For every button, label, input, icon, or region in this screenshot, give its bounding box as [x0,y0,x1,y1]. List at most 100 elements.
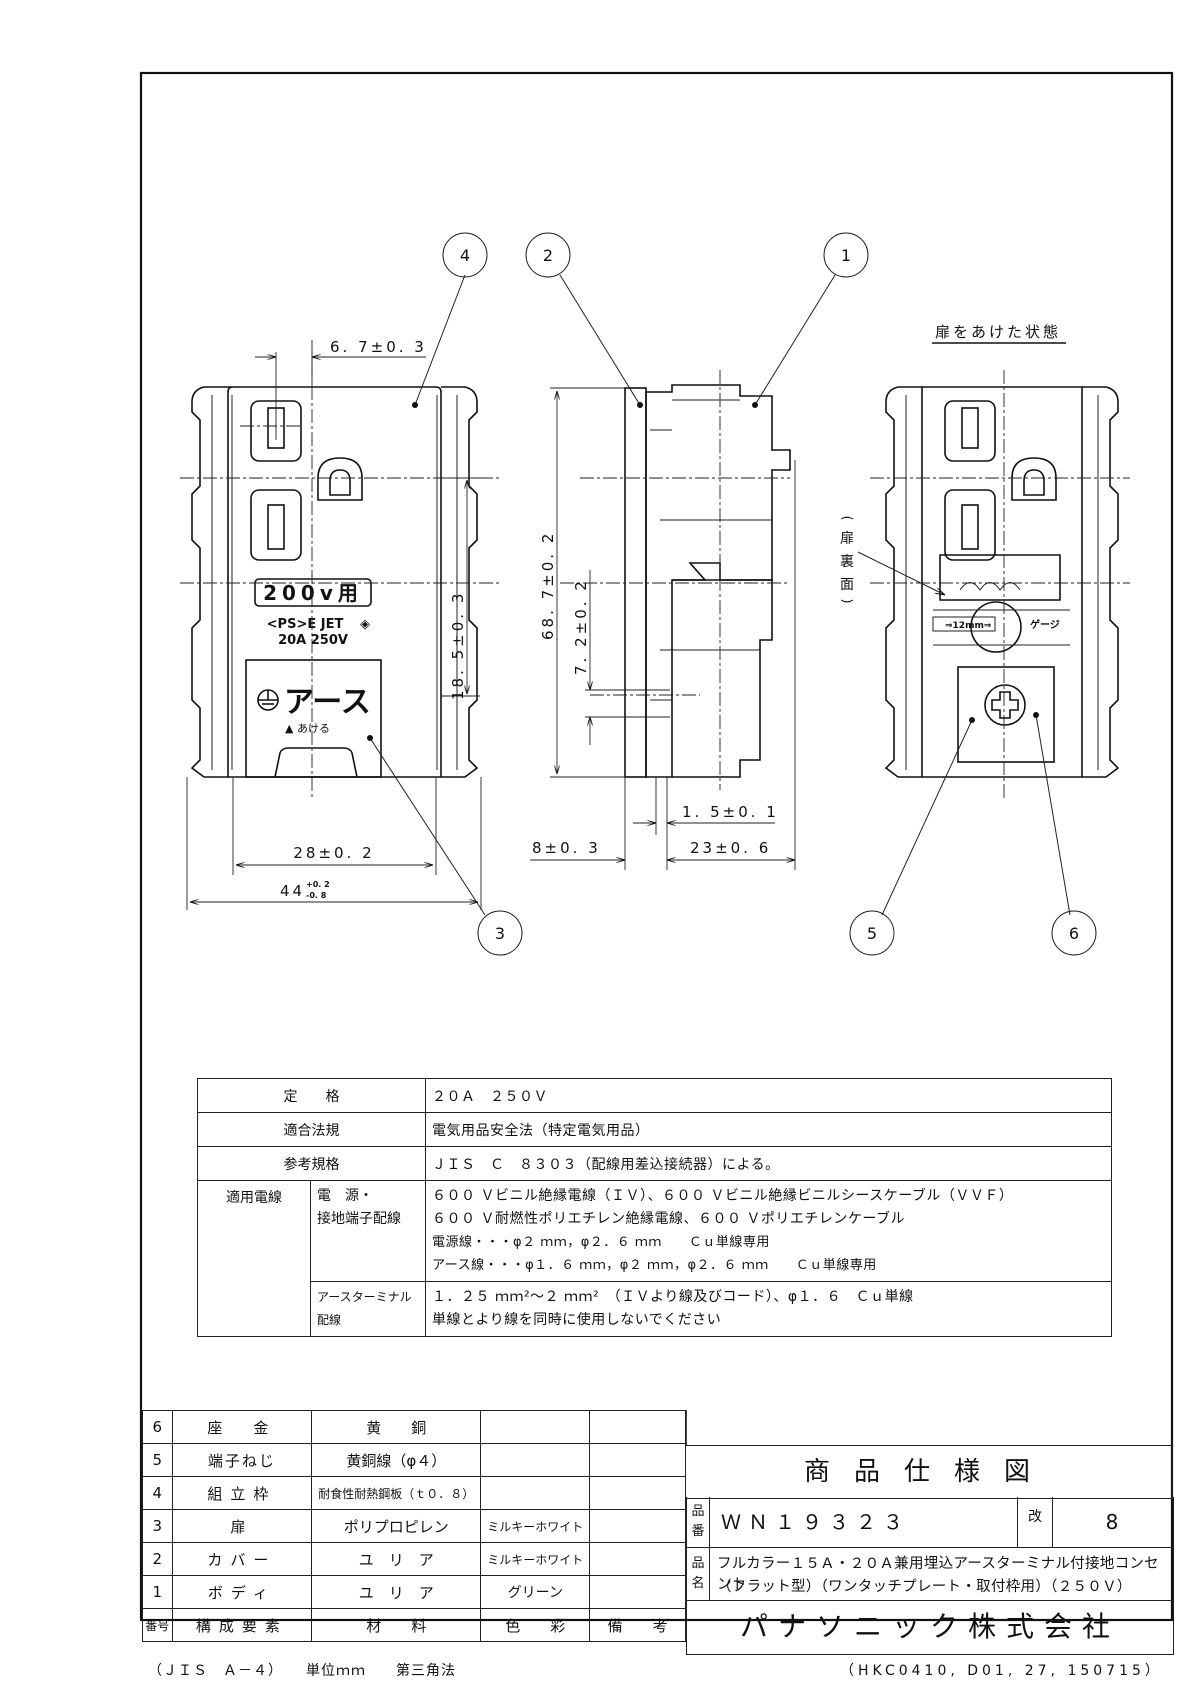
part-remarks [589,1476,686,1510]
spec-row-law: 適合法規 電気用品安全法（特定電気用品） [197,1112,1112,1147]
part-material: ポリプロピレン [311,1509,482,1543]
wire-line: １．２５ ｍｍ²～２ ｍｍ² （ＩＶより線及びコード）、φ１．６ Ｃｕ単線 [432,1289,914,1305]
part-name: カバー [171,1542,313,1576]
callout-3: 3 [367,735,523,956]
callout-6: 6 [1033,712,1097,956]
dim-vertical: 18. 5±0. 3 [449,591,467,700]
header-name: 構成要素 [171,1608,313,1642]
dim-front-depth: 8±0. 3 [532,839,601,857]
part-remarks [589,1542,686,1576]
door-back-label-2: 裏 [840,553,854,570]
dim-back-depth: 23±0. 6 [690,839,771,857]
wire-line: アース線・・・φ１．６ ｍｍ，φ２ ｍｍ，φ２．６ ｍｍ Ｃｕ単線専用 [432,1258,877,1273]
dim-width-outer-tol-minus: -0. 8 [306,891,327,900]
product-name-label: 品 名 [687,1547,710,1600]
part-color: ミルキーホワイト [480,1509,591,1543]
earth-door [245,659,382,778]
svg-text:1: 1 [841,246,851,265]
drawing-title: 商品仕様図 [686,1445,1173,1499]
front-view: 200v用 <PS>E JET ◈ 20A 250V アース ▲ あける 6. … [180,338,500,910]
part-no: 1 [142,1575,173,1609]
open-label: ▲ あける [285,722,330,735]
spec-label: 適合法規 [197,1112,426,1147]
sublabel-line: 接地端子配線 [317,1211,401,1227]
door-back-label-3: 面 [840,577,854,593]
revision-label: 改 [1017,1497,1053,1547]
open-view: 扉をあけた状態 ⇒12mm⇒ ゲージ ( 扉 裏 面 ) [839,323,1130,800]
sublabel-line: 電 源・ [317,1188,373,1204]
company-name: パナソニック株式会社 [686,1600,1174,1655]
open-view-heading: 扉をあけた状態 [935,323,1061,341]
dim-width-inner: 28±0. 2 [293,844,374,862]
callout-5: 5 [849,717,975,956]
part-color: グリーン [480,1575,591,1609]
part-material: ユ リ ア [311,1575,482,1609]
part-name: 端子ねじ [171,1443,313,1477]
label-char: 品 [691,1504,705,1519]
part-remarks [589,1575,686,1609]
side-view: 68. 7±0. 2 7. 2±0. 2 1. 5±0. 1 8±0. 3 23… [530,370,796,870]
dim-width-outer-tol-plus: +0. 2 [306,880,330,889]
part-remarks [589,1410,686,1444]
door-back-label-1: 扉 [840,531,854,547]
part-no: 3 [142,1509,173,1543]
spec-label: 定 格 [197,1078,426,1113]
parts-row: 2 カバー ユ リ ア ミルキーホワイト [142,1542,686,1576]
dim-small-height: 7. 2±0. 2 [572,578,590,675]
spec-row-wire-power: 適用電線 電 源・ 接地端子配線 ６００ Ｖビニル絶縁電線（ＩＶ）、６００ Ｖビ… [197,1180,1112,1337]
part-no: 6 [142,1410,173,1444]
product-name-line1: フルカラー１５Ａ・２０Ａ兼用埋込アースターミナル付接地コンセント [717,1556,1159,1593]
spec-value: 電気用品安全法（特定電気用品） [425,1112,1112,1147]
svg-text:6: 6 [1069,924,1079,943]
parts-row: 6 座 金 黄 銅 [142,1410,686,1444]
part-no: 5 [142,1443,173,1477]
part-name: ボディ [171,1575,313,1609]
part-name: 座 金 [171,1410,313,1444]
spec-value: ＪＩＳ Ｃ ８３０３（配線用差込接続器）による。 [425,1146,1112,1181]
dim-plate: 1. 5±0. 1 [682,803,779,821]
parts-header-row: 番号 構成要素 材 料 色 彩 備 考 [142,1608,686,1642]
certification-mark: <PS>E JET [267,617,344,632]
part-remarks [589,1509,686,1543]
header-color: 色 彩 [480,1608,591,1642]
product-name-row: 品 名 フルカラー１５Ａ・２０Ａ兼用埋込アースターミナル付接地コンセント （フラ… [686,1547,1174,1601]
part-no: 2 [142,1542,173,1576]
sublabel-line: アースターミナル [317,1290,412,1304]
gauge-label: ゲージ [1030,618,1060,631]
voltage-label-box [254,578,372,607]
part-number: ＷＮ１９３２３ [721,1510,910,1534]
terminal-circle [970,601,1022,653]
rating-mark: 20A 250V [278,633,348,648]
parts-row: 5 端子ねじ 黄銅線（φ４） [142,1443,686,1477]
spec-row-rating: 定 格 ２０Ａ ２５０Ｖ [197,1078,1112,1113]
callout-4: 4 [412,232,488,408]
spec-label-wire: 適用電線 [197,1180,311,1337]
header-no: 番号 [142,1608,173,1642]
part-remarks [589,1443,686,1477]
part-material: 黄 銅 [311,1410,482,1444]
dim-height: 68. 7±0. 2 [539,531,557,640]
part-name: 扉 [171,1509,313,1543]
part-no: 4 [142,1476,173,1510]
door-back-label-paren-open: ( [839,515,854,520]
part-color: ミルキーホワイト [480,1542,591,1576]
footer-standard: （ＪＩＳ Ａ－４） 単位ｍｍ 第三角法 [148,1663,456,1679]
terminal-screw-icon [984,684,1026,726]
strip-gauge-label: ⇒12mm⇒ [945,621,992,631]
svg-text:4: 4 [460,246,470,265]
spec-sublabel-power: 電 源・ 接地端子配線 [310,1180,426,1282]
parts-table: 6 座 金 黄 銅 5 端子ねじ 黄銅線（φ４） 4 組立枠 耐食性耐熱鋼板（ｔ… [142,1410,686,1642]
label-char: 名 [691,1575,705,1591]
part-material: 黄銅線（φ４） [311,1443,482,1477]
part-material: ユ リ ア [311,1542,482,1576]
revision-value: 8 [1105,1510,1119,1534]
dim-top-offset: 6. 7±0. 3 [330,338,427,356]
parts-row: 4 組立枠 耐食性耐熱鋼板（ｔ０．８） [142,1476,686,1510]
label-char: 品 [691,1555,705,1571]
part-name: 組立枠 [171,1476,313,1510]
spec-sublabel-earth: アースターミナル 配線 [310,1281,426,1337]
wire-line: ６００ Ｖビニル絶縁電線（ＩＶ）、６００ Ｖビニル絶縁ビニルシースケーブル（ＶＶ… [432,1188,1014,1204]
footer-doc-code: （HKC0410, D01, 27, 150715） [840,1663,1163,1679]
voltage-label: 200v用 [263,581,363,605]
